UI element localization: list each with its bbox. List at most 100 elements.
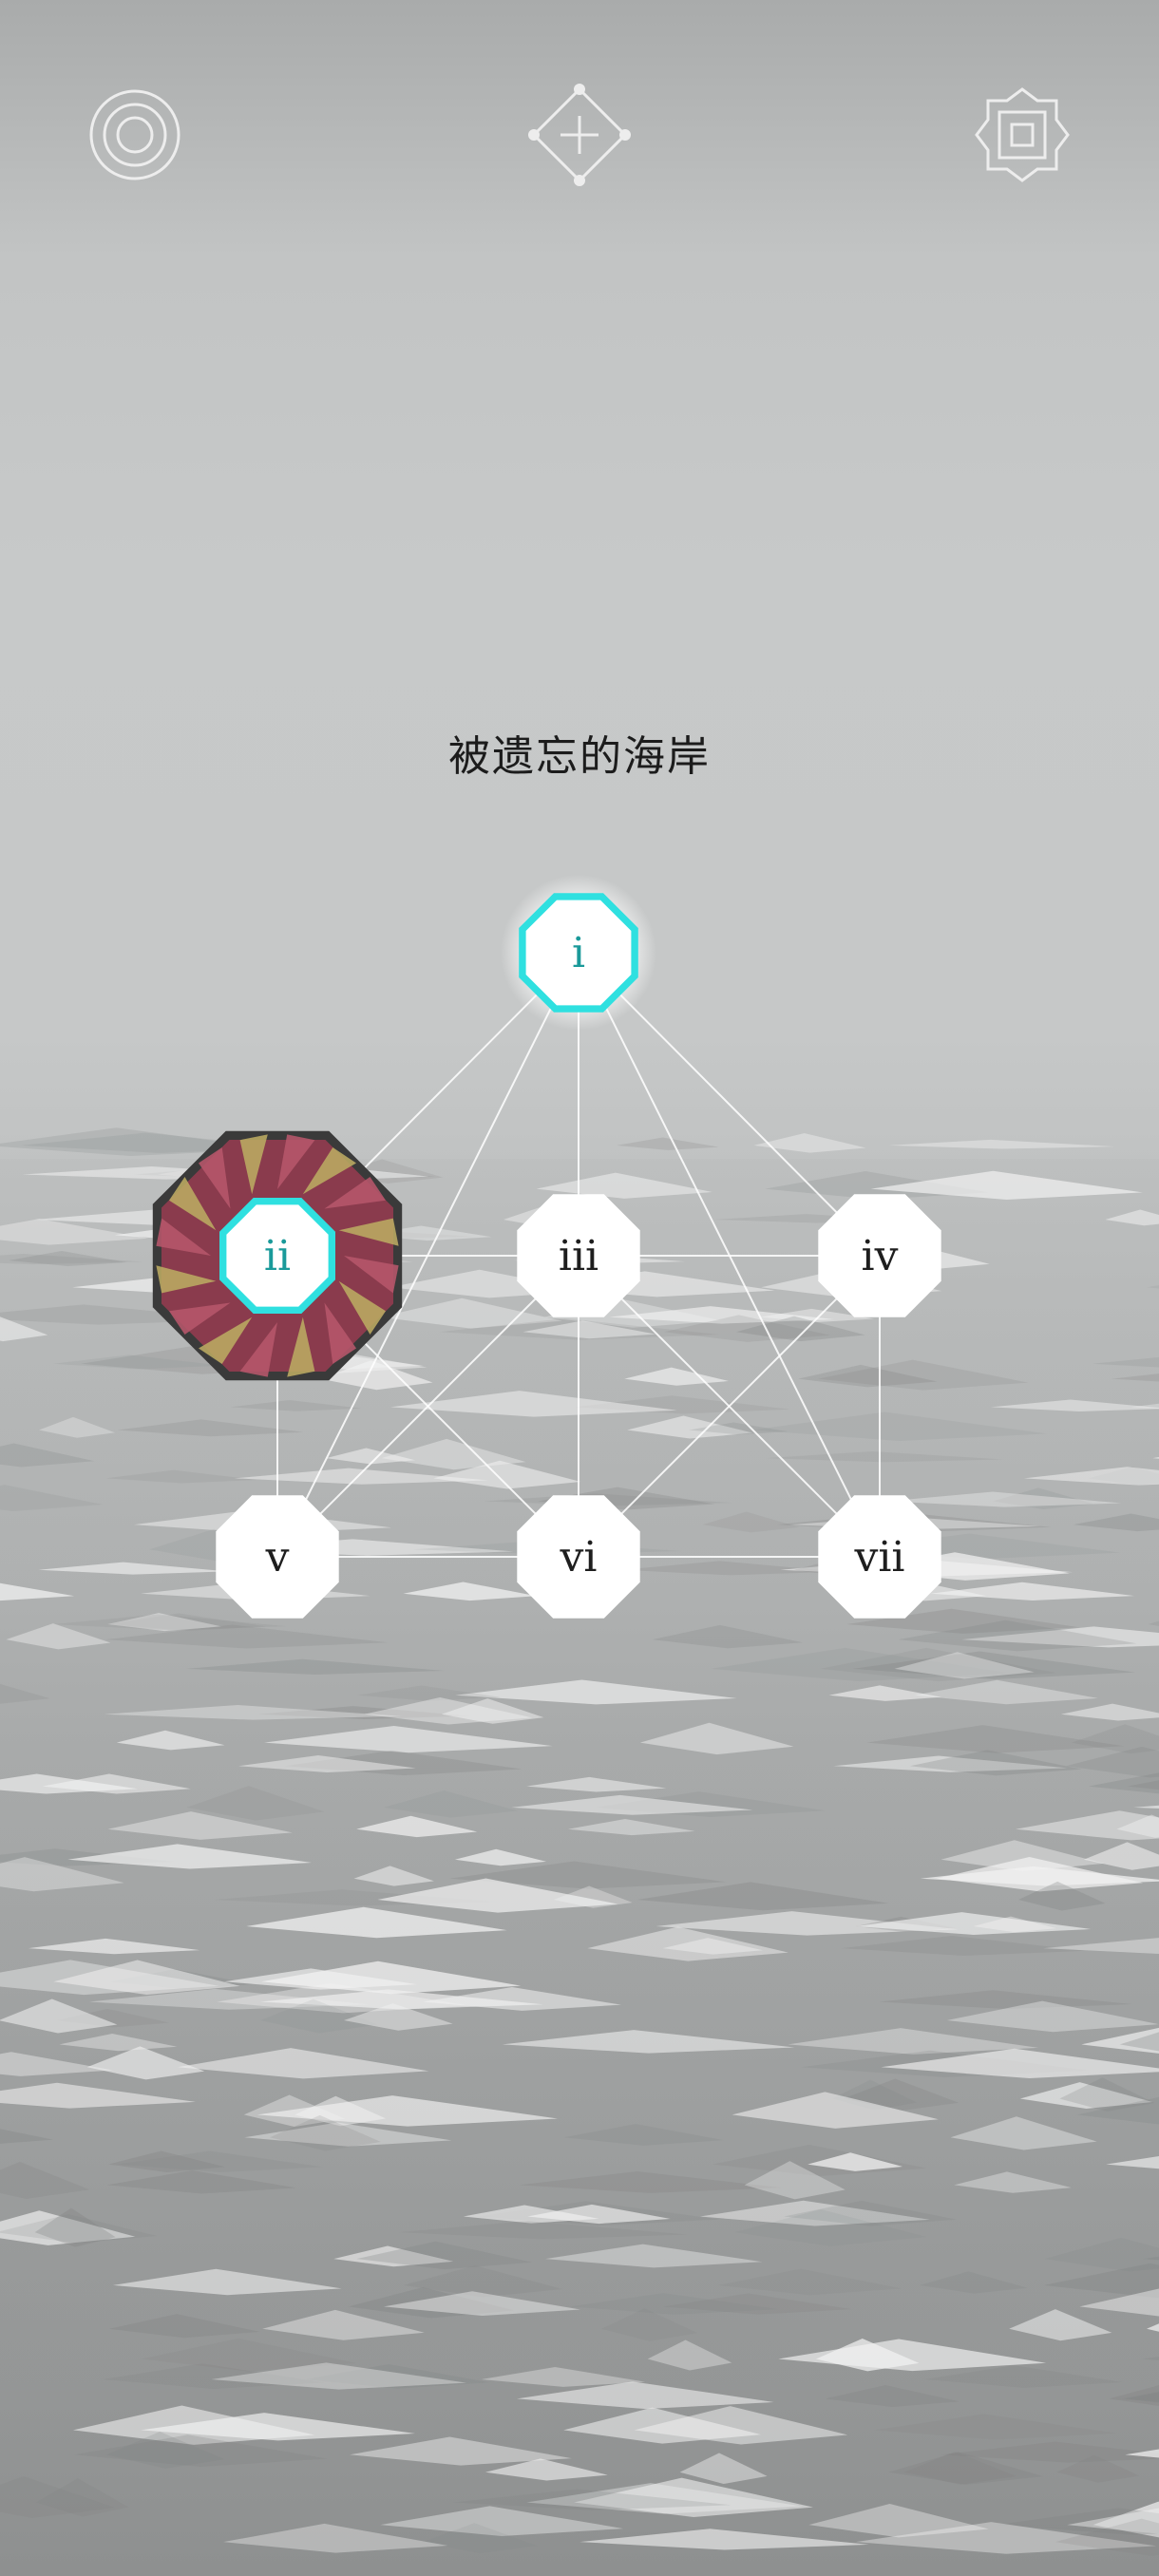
sea-facet	[545, 2244, 763, 2268]
sea-facet	[356, 2241, 533, 2270]
sea-facet	[0, 1960, 219, 1996]
puzzle-piece	[239, 1322, 277, 1377]
sea-facet	[1128, 1780, 1159, 1790]
level-node-i[interactable]: i	[501, 875, 656, 1031]
sea-facet	[1083, 1842, 1159, 1870]
sea-facet	[0, 2210, 136, 2245]
level-node-v[interactable]: v	[216, 1495, 339, 1619]
sea-facet	[0, 1316, 48, 1342]
sea-facet	[888, 2452, 1044, 2485]
level-node-vii[interactable]: vii	[818, 1495, 941, 1619]
sea-facet	[954, 2171, 1072, 2193]
sea-facet	[53, 1614, 287, 1631]
puzzle-piece	[324, 1302, 356, 1364]
sea-facet	[0, 2214, 158, 2244]
sea-facet	[798, 1364, 938, 1388]
sea-facet	[710, 1647, 1010, 1682]
sea-facet	[1072, 1724, 1159, 1754]
sea-facet	[0, 1998, 118, 2034]
sea-facet	[262, 2309, 425, 2340]
sea-facet	[484, 2458, 608, 2481]
level-node-ii[interactable]: ii	[152, 1130, 403, 1381]
sea-facet	[86, 2046, 205, 2080]
framed-square-icon[interactable]	[965, 78, 1079, 192]
sea-facet	[350, 2436, 572, 2466]
node-face	[525, 900, 632, 1006]
sea-facet	[1088, 1772, 1159, 1794]
sea-facet	[223, 2523, 448, 2553]
sea-facet	[481, 2366, 646, 2387]
sea-facet	[991, 1399, 1159, 1412]
sea-facet	[663, 2293, 852, 2315]
sea-facet	[1148, 1620, 1159, 1626]
sea-facet	[1015, 1810, 1159, 1841]
sea-facet	[734, 2208, 927, 2246]
level-title: 被遗忘的海岸	[448, 732, 711, 781]
sea-facet	[627, 1415, 752, 1439]
sea-facet	[258, 1706, 469, 1719]
sea-facet	[924, 2365, 1123, 2388]
puzzle-piece	[156, 1218, 211, 1256]
sea-facet	[866, 1725, 1125, 1753]
puzzle-piece	[338, 1280, 386, 1335]
sea-facet	[587, 1926, 788, 1961]
sea-facet	[106, 2432, 225, 2469]
sea-facet	[356, 1815, 478, 1838]
sea-facet	[870, 1170, 1143, 1200]
sea-facet	[1081, 2027, 1159, 2054]
sea-facet	[0, 1219, 149, 1245]
sea-facet	[526, 1776, 667, 1792]
concentric-circles-icon[interactable]	[78, 78, 192, 192]
sea-facet	[536, 1172, 712, 1199]
sea-facet	[563, 2124, 724, 2146]
sea-facet	[1112, 1373, 1159, 1382]
sea-facet	[855, 2522, 1157, 2554]
sea-facet	[270, 2114, 381, 2151]
sea-facet	[244, 2122, 452, 2147]
sea-facet	[522, 1320, 656, 1339]
sea-facet	[1079, 2288, 1159, 2317]
sea-facet	[34, 2207, 116, 2247]
sea-facet	[383, 1790, 519, 1818]
sea-facet	[1142, 2357, 1159, 2360]
level-node-iii[interactable]: iii	[517, 1194, 640, 1317]
node-face	[216, 1495, 339, 1619]
sea-facet	[563, 2407, 762, 2444]
sea-facet	[0, 1443, 95, 1468]
sea-facet	[818, 1359, 1029, 1391]
puzzle-piece	[338, 1218, 399, 1246]
connection-line-iv-vi	[578, 1255, 881, 1558]
sea-facet	[1043, 1938, 1159, 1955]
sea-facet	[1073, 1513, 1159, 1532]
level-node-iv[interactable]: iv	[818, 1194, 941, 1317]
sea-facet	[403, 1582, 537, 1601]
sea-facet	[142, 2338, 357, 2372]
sea-facet	[903, 2451, 1017, 2485]
node-face	[517, 1194, 640, 1317]
sea-facet	[997, 2508, 1159, 2535]
sea-facet	[398, 2221, 688, 2240]
sea-facet	[74, 2434, 328, 2467]
sea-facet	[103, 2363, 325, 2390]
sea-facet	[1125, 2449, 1159, 2458]
node-face	[226, 1204, 329, 1307]
diamond-plus-icon[interactable]	[522, 78, 636, 192]
sea-facet	[246, 1906, 507, 1939]
sea-facet	[1122, 2391, 1159, 2403]
sea-facet	[699, 2200, 930, 2226]
sea-facet	[846, 1608, 1080, 1634]
sea-facet	[186, 1786, 325, 1821]
node-face	[517, 1495, 640, 1619]
sea-facet	[0, 2475, 116, 2518]
sea-facet	[105, 1469, 257, 1484]
sea-facet	[383, 2291, 580, 2316]
sea-facet	[454, 1848, 547, 1866]
sea-facet	[108, 2150, 226, 2173]
sea-facet	[652, 1624, 804, 1649]
level-node-vi[interactable]: vi	[517, 1495, 640, 1619]
sea-facet	[67, 1844, 313, 1869]
sea-facet	[357, 1685, 501, 1701]
sea-facet	[211, 2362, 467, 2390]
sea-facet	[1152, 1457, 1159, 1459]
